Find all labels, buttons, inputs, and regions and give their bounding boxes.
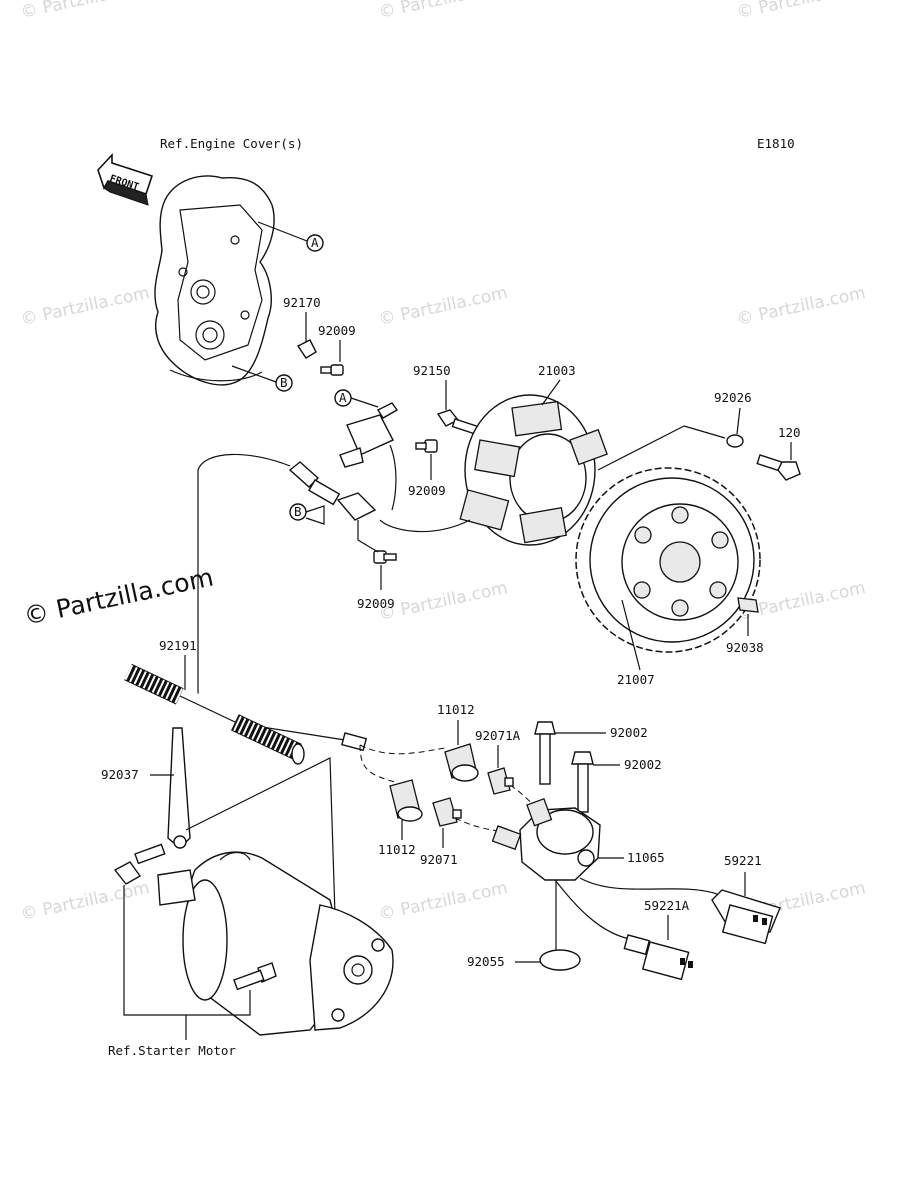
part-92026: 92026	[714, 390, 752, 405]
diagram-code: E1810	[757, 136, 795, 151]
part-92009-bot: 92009	[357, 596, 395, 611]
spring-92191-icon	[124, 663, 305, 765]
cap-11012-bot-icon	[389, 779, 423, 822]
engine-cover-icon	[154, 175, 275, 386]
screw-92009-bot-icon	[373, 550, 397, 564]
screw-92009-mid-icon	[415, 439, 438, 453]
callout-B-label: B	[280, 375, 288, 390]
leader-line	[185, 757, 336, 916]
cap-11012-top-icon	[444, 743, 479, 782]
starter-motor-icon	[157, 851, 394, 1036]
routing-dash	[359, 744, 396, 783]
leader-line	[350, 397, 379, 408]
boot-92071A-icon	[487, 767, 514, 795]
callout-A-label: A	[311, 235, 319, 250]
screw-92009-top-icon	[320, 364, 344, 376]
watermark: © Partzilla.com	[19, 283, 151, 330]
wire-icon	[379, 519, 471, 533]
o-ring-92055-icon	[539, 949, 581, 971]
washer-92026-icon	[726, 434, 744, 448]
part-92009-top: 92009	[318, 323, 356, 338]
part-11012-bot: 11012	[378, 842, 416, 857]
bolt-120-icon	[756, 454, 801, 481]
callout-B-cover	[275, 374, 293, 392]
bolt-92002-a-icon	[534, 721, 556, 785]
wire-icon	[554, 879, 636, 941]
part-92191: 92191	[159, 638, 197, 653]
cable-plug-icon	[341, 732, 368, 752]
part-92002-b: 92002	[624, 757, 662, 772]
watermark-layer: © Partzilla.com © Partzilla.com © Partzi…	[19, 0, 867, 925]
connector-59221-icon	[711, 889, 781, 945]
callout-A-label: A	[339, 390, 347, 405]
watermark: © Partzilla.com	[735, 283, 867, 330]
part-21003: 21003	[538, 363, 576, 378]
part-92071: 92071	[420, 852, 458, 867]
front-arrow-icon: FRONT	[97, 152, 154, 206]
wire-grommet-icon	[288, 461, 377, 521]
part-59221A: 59221A	[644, 898, 690, 913]
part-92002-a: 92002	[610, 725, 648, 740]
stator-21003-icon	[459, 394, 608, 546]
connector-59221A-icon	[623, 934, 693, 981]
part-59221: 59221	[724, 853, 762, 868]
part-11065: 11065	[627, 850, 665, 865]
leader-line	[305, 505, 325, 525]
wire-icon	[579, 877, 721, 896]
watermark: © Partzilla.com	[19, 0, 151, 23]
ref-starter-motor-label: Ref.Starter Motor	[108, 1043, 236, 1058]
leader-line	[541, 379, 561, 406]
starter-bolt-icon	[113, 843, 166, 885]
watermark: © Partzilla.com	[19, 878, 151, 925]
routing-dash	[359, 744, 446, 755]
part-11012-top: 11012	[437, 702, 475, 717]
watermark: © Partzilla.com	[377, 0, 509, 23]
leader-line	[123, 885, 251, 1016]
watermark: © Partzilla.com	[377, 283, 509, 330]
routing-dash	[509, 784, 541, 811]
callout-A-cover	[306, 234, 324, 252]
part-120: 120	[778, 425, 801, 440]
part-92170: 92170	[283, 295, 321, 310]
leader-line	[683, 425, 726, 439]
watermark: © Partzilla.com	[735, 0, 867, 23]
watermark: © Partzilla.com	[377, 578, 509, 625]
leader-line	[357, 520, 379, 553]
flywheel-21007-icon	[575, 467, 761, 653]
starter-bolt-icon	[233, 962, 277, 991]
part-92009-mid: 92009	[408, 483, 446, 498]
part-92055: 92055	[467, 954, 505, 969]
bolt-92002-b-icon	[571, 751, 594, 813]
boot-92071-icon	[432, 797, 462, 827]
leader-line	[231, 365, 277, 383]
shim-92037-icon	[167, 727, 191, 849]
part-92150: 92150	[413, 363, 451, 378]
housing-11065-icon	[491, 798, 601, 881]
leader-line	[257, 221, 308, 242]
watermark: © Partzilla.com	[377, 878, 509, 925]
ref-engine-cover-label: Ref.Engine Cover(s)	[160, 136, 303, 151]
part-92071A: 92071A	[475, 728, 521, 743]
part-92038: 92038	[726, 640, 764, 655]
pickup-coil-icon	[339, 402, 399, 511]
watermark-prominent: © Partzilla.com	[21, 562, 216, 630]
part-92037: 92037	[101, 767, 139, 782]
leader-line	[736, 407, 741, 435]
key-92038-icon	[737, 597, 759, 613]
callout-B-label: B	[294, 504, 302, 519]
leader-line	[597, 425, 685, 471]
part-21007: 21007	[617, 672, 655, 687]
leader-line	[621, 599, 641, 671]
plate-92170-icon	[296, 339, 317, 359]
